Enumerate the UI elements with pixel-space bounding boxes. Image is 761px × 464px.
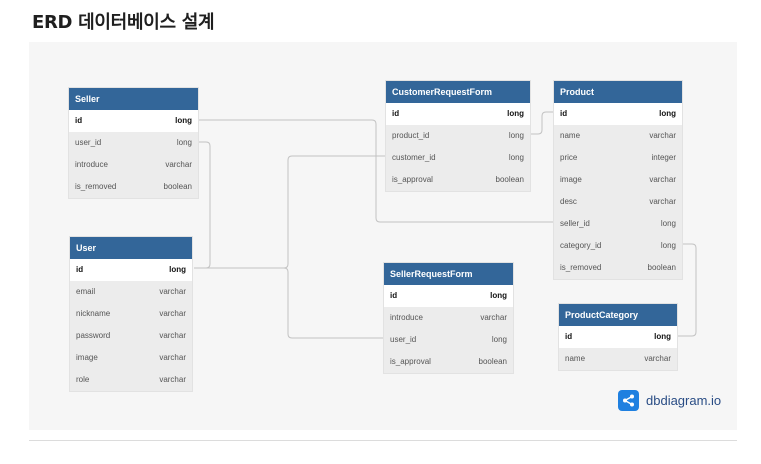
table-header: User <box>70 237 192 259</box>
dbdiagram-logo[interactable]: dbdiagram.io <box>618 390 721 411</box>
table-header: ProductCategory <box>559 304 677 326</box>
table-header: Seller <box>69 88 198 110</box>
brand-name: dbdiagram.io <box>646 393 722 408</box>
table-header: Product <box>554 81 682 103</box>
share-icon <box>618 390 639 411</box>
table-header: CustomerRequestForm <box>386 81 530 103</box>
divider <box>29 440 737 441</box>
table-header: SellerRequestForm <box>384 263 513 285</box>
page-title: ERD 데이터베이스 설계 <box>32 12 215 33</box>
